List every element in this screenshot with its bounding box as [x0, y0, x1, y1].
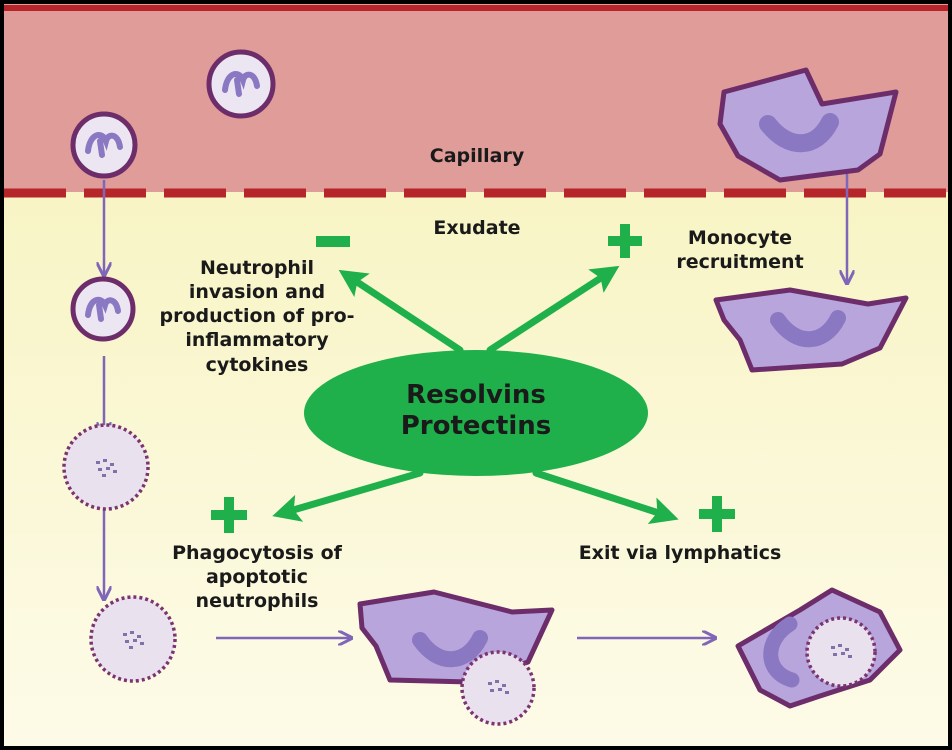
apoptotic-cell-icon — [62, 423, 150, 511]
phagocytosis-effect-line: apoptotic — [205, 566, 309, 589]
monocyte-effect-line: recruitment — [676, 251, 804, 274]
apoptotic-cell-icon — [460, 650, 536, 726]
monocyte-effect-label: Monocyte recruitment — [650, 226, 830, 274]
resolvins-protectins-ellipse — [304, 350, 648, 476]
neutrophil-effect-line: Neutrophil — [200, 257, 314, 279]
monocyte-cell-icon — [717, 67, 899, 183]
center-mediator-label: Resolvins Protectins — [336, 380, 616, 442]
neutrophil-cell-icon — [70, 111, 138, 179]
monocyte-cell-icon — [713, 287, 909, 373]
phagocytosis-effect-label: Phagocytosis of apoptotic neutrophils — [148, 541, 366, 613]
lymphatics-effect-label: Exit via lymphatics — [560, 541, 800, 565]
neutrophil-effect-label: Neutrophil invasion and production of pr… — [148, 256, 366, 377]
neutrophil-effect-line: inflammatory — [185, 329, 329, 352]
plus-icon — [699, 496, 735, 532]
arrow-to-neutrophil — [338, 269, 464, 354]
neutrophil-effect-line: production of pro- — [159, 305, 355, 328]
monocyte-effect-line: Monocyte — [687, 227, 793, 249]
mediator-arrows — [272, 265, 679, 525]
neutrophil-cell-icon — [70, 276, 136, 342]
arrow-to-monocyte — [486, 265, 620, 354]
phagocytosis-effect-line: neutrophils — [195, 590, 319, 613]
neutrophil-effect-line: invasion and — [188, 281, 326, 304]
neutrophil-effect-line: cytokines — [205, 353, 309, 376]
neutrophil-cell-icon — [206, 49, 276, 119]
lymphatics-effect-line: Exit via lymphatics — [578, 542, 782, 564]
arrow-to-phagocytosis — [272, 469, 424, 522]
minus-icon — [316, 236, 350, 247]
exudate-label: Exudate — [433, 217, 521, 239]
macrophage-cell-icon — [735, 587, 903, 709]
cell-flow-arrows — [104, 160, 847, 638]
center-mediator-line: Protectins — [400, 411, 552, 442]
plus-icon — [608, 224, 642, 258]
center-mediator-line: Resolvins — [406, 380, 546, 410]
plus-icon — [211, 497, 247, 533]
arrow-to-lymphatics — [532, 469, 679, 525]
capillary-label: Capillary — [429, 145, 525, 167]
phagocytosis-effect-line: Phagocytosis of — [172, 542, 342, 564]
apoptotic-cell-icon — [89, 595, 177, 683]
apoptotic-cell-icon — [805, 616, 877, 688]
macrophage-cell-icon — [357, 589, 555, 726]
